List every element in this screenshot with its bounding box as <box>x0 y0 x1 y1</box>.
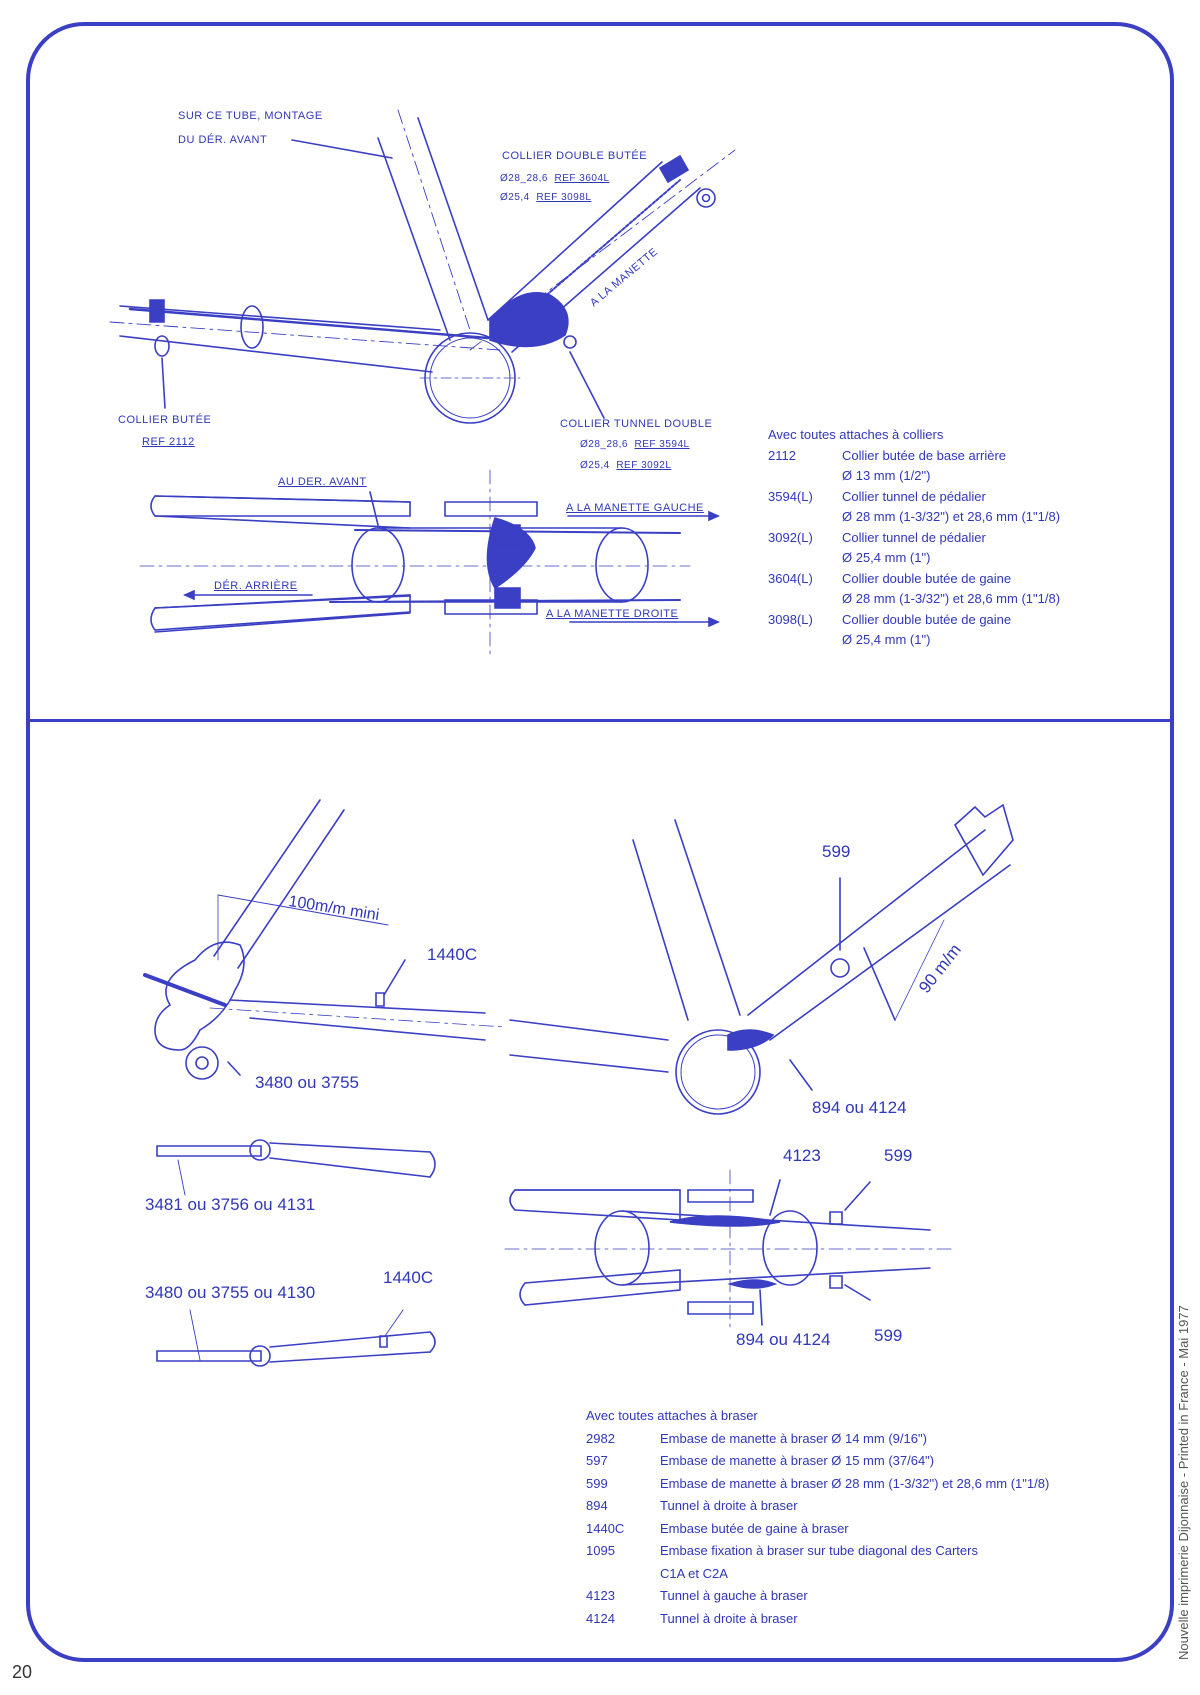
page-number: 20 <box>12 1662 33 1682</box>
legend-row: Ø 13 mm (1/2") <box>842 468 931 483</box>
label-tube-line2: DU DÉR. AVANT <box>178 134 268 146</box>
label-4123: 4123 <box>783 1146 821 1165</box>
label-collier-double: COLLIER DOUBLE BUTÉE <box>502 150 648 162</box>
brazed-plan-drawing <box>505 1170 955 1330</box>
label-3481: 3481 ou 3756 ou 4131 <box>145 1195 316 1214</box>
label-manette-gauche: A LA MANETTE GAUCHE <box>566 502 704 514</box>
label-599-a: 599 <box>822 842 851 861</box>
brazed-frame-drawing <box>510 805 1013 1114</box>
label-tube-line1: SUR CE TUBE, MONTAGE <box>178 110 323 122</box>
label-3480-a: 3480 ou 3755 <box>255 1073 359 1092</box>
section-divider <box>26 719 1174 722</box>
stay-plan-drawings <box>157 1140 435 1366</box>
legend-row: C1A et C2A <box>660 1565 728 1581</box>
top-frame-drawing <box>110 110 735 423</box>
legend-row: Ø 28 mm (1-3/32") et 28,6 mm (1"1/8) <box>842 591 1061 606</box>
legend-row: 3098(L)Collier double butée de gaine <box>768 611 1012 627</box>
label-collier-double-a: Ø28_28,6 REF 3604L <box>500 173 610 184</box>
label-collier-tunnel-b: Ø25,4 REF 3092L <box>580 460 672 471</box>
label-der-arriere: DÉR. ARRIÈRE <box>214 580 298 592</box>
label-collier-butee: COLLIER BUTÉE <box>118 414 212 426</box>
legend-row: 3594(L)Collier tunnel de pédalier <box>768 488 986 504</box>
label-collier-double-b: Ø25,4 REF 3098L <box>500 192 592 203</box>
label-599-c: 599 <box>874 1326 903 1345</box>
label-collier-tunnel-a: Ø28_28,6 REF 3594L <box>580 439 690 450</box>
legend-row: Ø 25,4 mm (1") <box>842 550 931 565</box>
legend-colliers-title: Avec toutes attaches à colliers <box>768 427 944 442</box>
label-894-a: 894 ou 4124 <box>812 1098 907 1117</box>
label-599-b: 599 <box>884 1146 913 1165</box>
label-894-b: 894 ou 4124 <box>736 1330 831 1349</box>
label-1440c-a: 1440C <box>427 945 478 964</box>
label-collier-tunnel: COLLIER TUNNEL DOUBLE <box>560 418 713 430</box>
label-1440c-b: 1440C <box>383 1268 434 1287</box>
legend-row: Ø 25,4 mm (1") <box>842 632 931 647</box>
dropout-drawing <box>145 800 505 1079</box>
legend-row: 3604(L)Collier double butée de gaine <box>768 570 1012 586</box>
legend-braser-title: Avec toutes attaches à braser <box>586 1408 758 1423</box>
label-manette-droite: A LA MANETTE DROITE <box>546 608 679 620</box>
top-plan-drawing <box>140 470 718 655</box>
label-3480-b: 3480 ou 3755 ou 4130 <box>145 1283 316 1302</box>
legend-row: 3092(L)Collier tunnel de pédalier <box>768 529 986 545</box>
label-collier-butee-ref: REF 2112 <box>142 436 195 448</box>
printer-note: Nouvelle imprimerie Dijonnaise - Printed… <box>1176 1305 1191 1660</box>
label-au-der-avant: AU DER. AVANT <box>278 476 367 488</box>
legend-row: Ø 28 mm (1-3/32") et 28,6 mm (1"1/8) <box>842 509 1061 524</box>
page-frame <box>26 22 1174 1662</box>
